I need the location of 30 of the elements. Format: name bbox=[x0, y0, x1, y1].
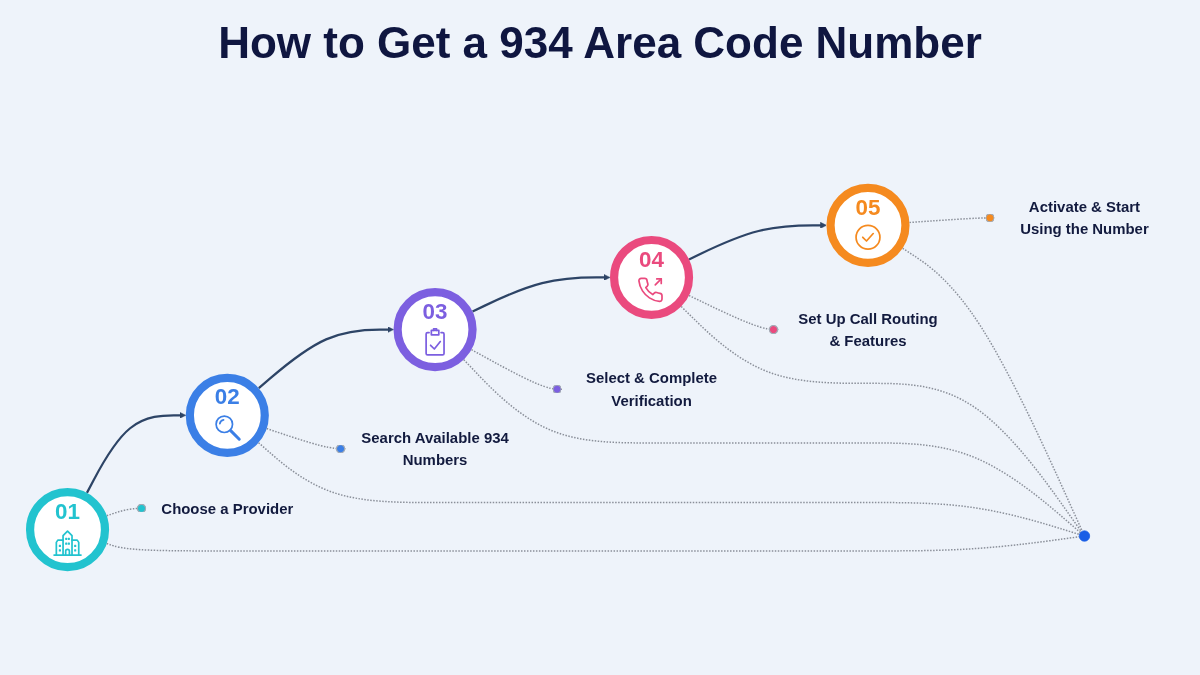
dotted-connector bbox=[901, 247, 1084, 532]
step-caption: Search Available 934 Numbers bbox=[361, 429, 509, 469]
step-circle bbox=[826, 183, 910, 267]
step-number: 05 bbox=[855, 194, 881, 219]
arrow bbox=[258, 326, 394, 390]
step-number: 03 bbox=[422, 298, 448, 324]
arrow bbox=[688, 222, 827, 261]
dotted-connector bbox=[257, 441, 1081, 536]
arrow bbox=[472, 274, 611, 313]
step-caption: Activate & Start Using the Number bbox=[1020, 198, 1149, 238]
dotted-connector bbox=[680, 305, 1083, 533]
hub-dot bbox=[1078, 530, 1091, 542]
step-number: 01 bbox=[55, 498, 80, 524]
step-caption: Set Up Call Routing & Features bbox=[798, 310, 938, 349]
dotted-connector bbox=[908, 213, 996, 224]
dotted-connector bbox=[470, 348, 563, 394]
step-circle bbox=[609, 235, 694, 320]
arrow bbox=[85, 412, 187, 494]
step-number: 02 bbox=[214, 384, 240, 409]
title: How to Get a 934 Area Code Number bbox=[218, 18, 982, 69]
step-circle bbox=[393, 288, 477, 372]
step-circle bbox=[25, 488, 110, 572]
step-caption: Select & Complete Verification bbox=[586, 369, 718, 409]
step-number: 04 bbox=[639, 246, 664, 272]
dotted-connector bbox=[106, 503, 148, 517]
step-circle bbox=[185, 373, 269, 457]
dotted-connector bbox=[688, 294, 780, 335]
dotted-connector bbox=[265, 427, 347, 454]
step-caption: Choose a Provider bbox=[161, 500, 294, 517]
dotted-connector bbox=[463, 358, 1082, 534]
